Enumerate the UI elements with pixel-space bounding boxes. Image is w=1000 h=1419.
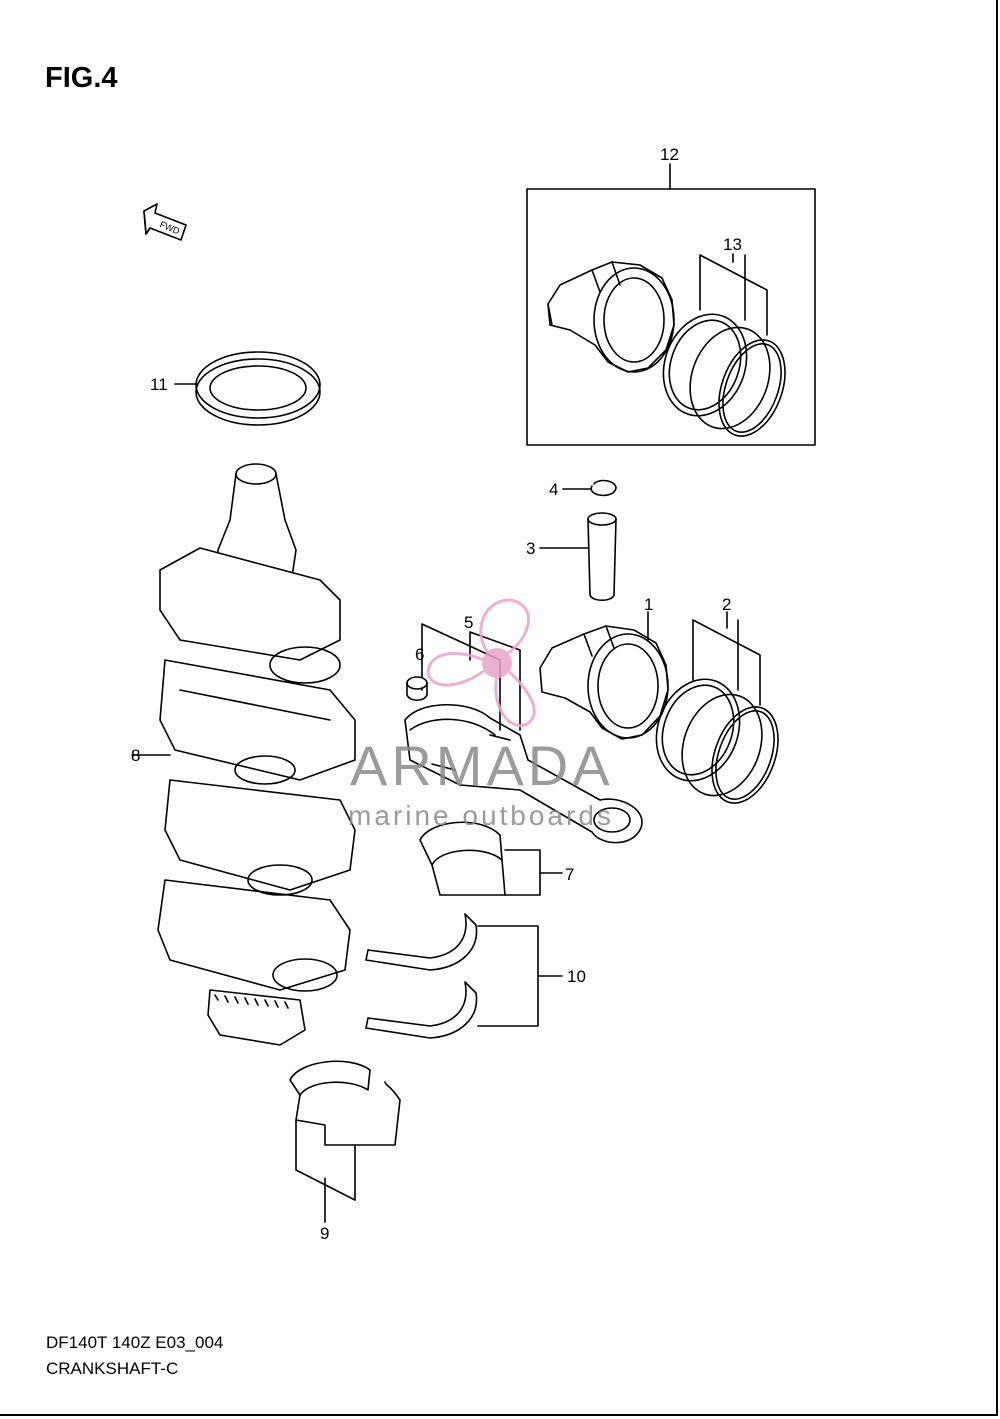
connecting-rod-5 [404,623,643,844]
figure-title: FIG.4 [45,62,118,94]
callout-8: 8 [131,746,140,765]
callout-9: 9 [320,1224,329,1243]
main-bearing-9 [289,1060,401,1223]
section-name: CRANKSHAFT-C [46,1359,179,1378]
thrust-washers-10 [365,913,563,1039]
model-code: DF140T 140Z E03_004 [46,1333,224,1352]
fwd-arrow-icon: FWD [143,203,187,241]
rod-bearing-7 [419,821,563,896]
callout-labels: 1 2 3 4 5 6 7 8 9 10 11 12 13 [131,145,742,1243]
leaders-12-13 [669,163,768,336]
callout-7: 7 [565,865,574,884]
callout-10: 10 [567,967,586,986]
watermark-brand: ARMADA [350,734,614,797]
armada-watermark: ARMADA marine outboards [348,598,614,831]
piston-1 [539,611,669,740]
callout-6: 6 [415,645,424,664]
callout-11: 11 [150,375,168,394]
callout-1: 1 [644,595,653,614]
piston-assembly-drawing [547,261,675,373]
piston-rings-2 [655,611,779,804]
callout-4: 4 [549,480,558,499]
callout-5: 5 [464,613,473,632]
callout-12: 12 [660,145,679,164]
callout-2: 2 [722,595,731,614]
watermark-tagline: marine outboards [348,800,614,831]
crankshaft-8 [131,463,356,1046]
propeller-icon [426,598,536,727]
piston-pin-3 [539,512,617,602]
piston-rings-set-13 [662,313,786,437]
piston-assembly-box [526,188,816,446]
oil-seal-11 [174,351,321,426]
callout-13: 13 [723,235,742,254]
rod-nut-6 [406,676,428,702]
callout-3: 3 [526,539,535,558]
circlip-4 [562,479,617,497]
